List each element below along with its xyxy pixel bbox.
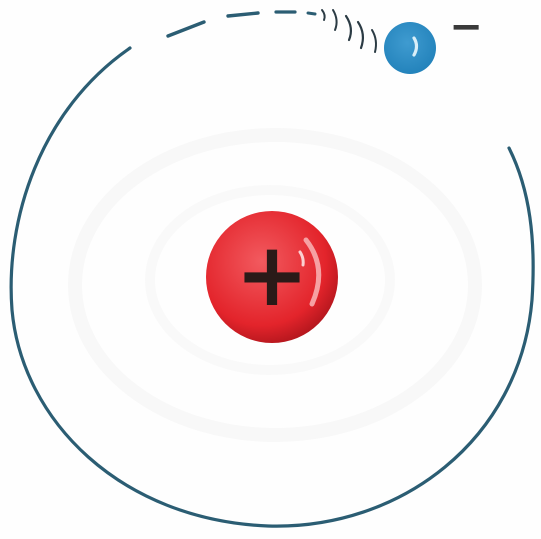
electron-motion-lines bbox=[322, 10, 376, 52]
electron-charge-sign: − bbox=[449, 4, 483, 50]
electron-sphere bbox=[384, 22, 436, 74]
nucleus-charge-sign: + bbox=[235, 223, 309, 326]
electron bbox=[384, 22, 436, 74]
orbit-dashes bbox=[168, 12, 315, 36]
